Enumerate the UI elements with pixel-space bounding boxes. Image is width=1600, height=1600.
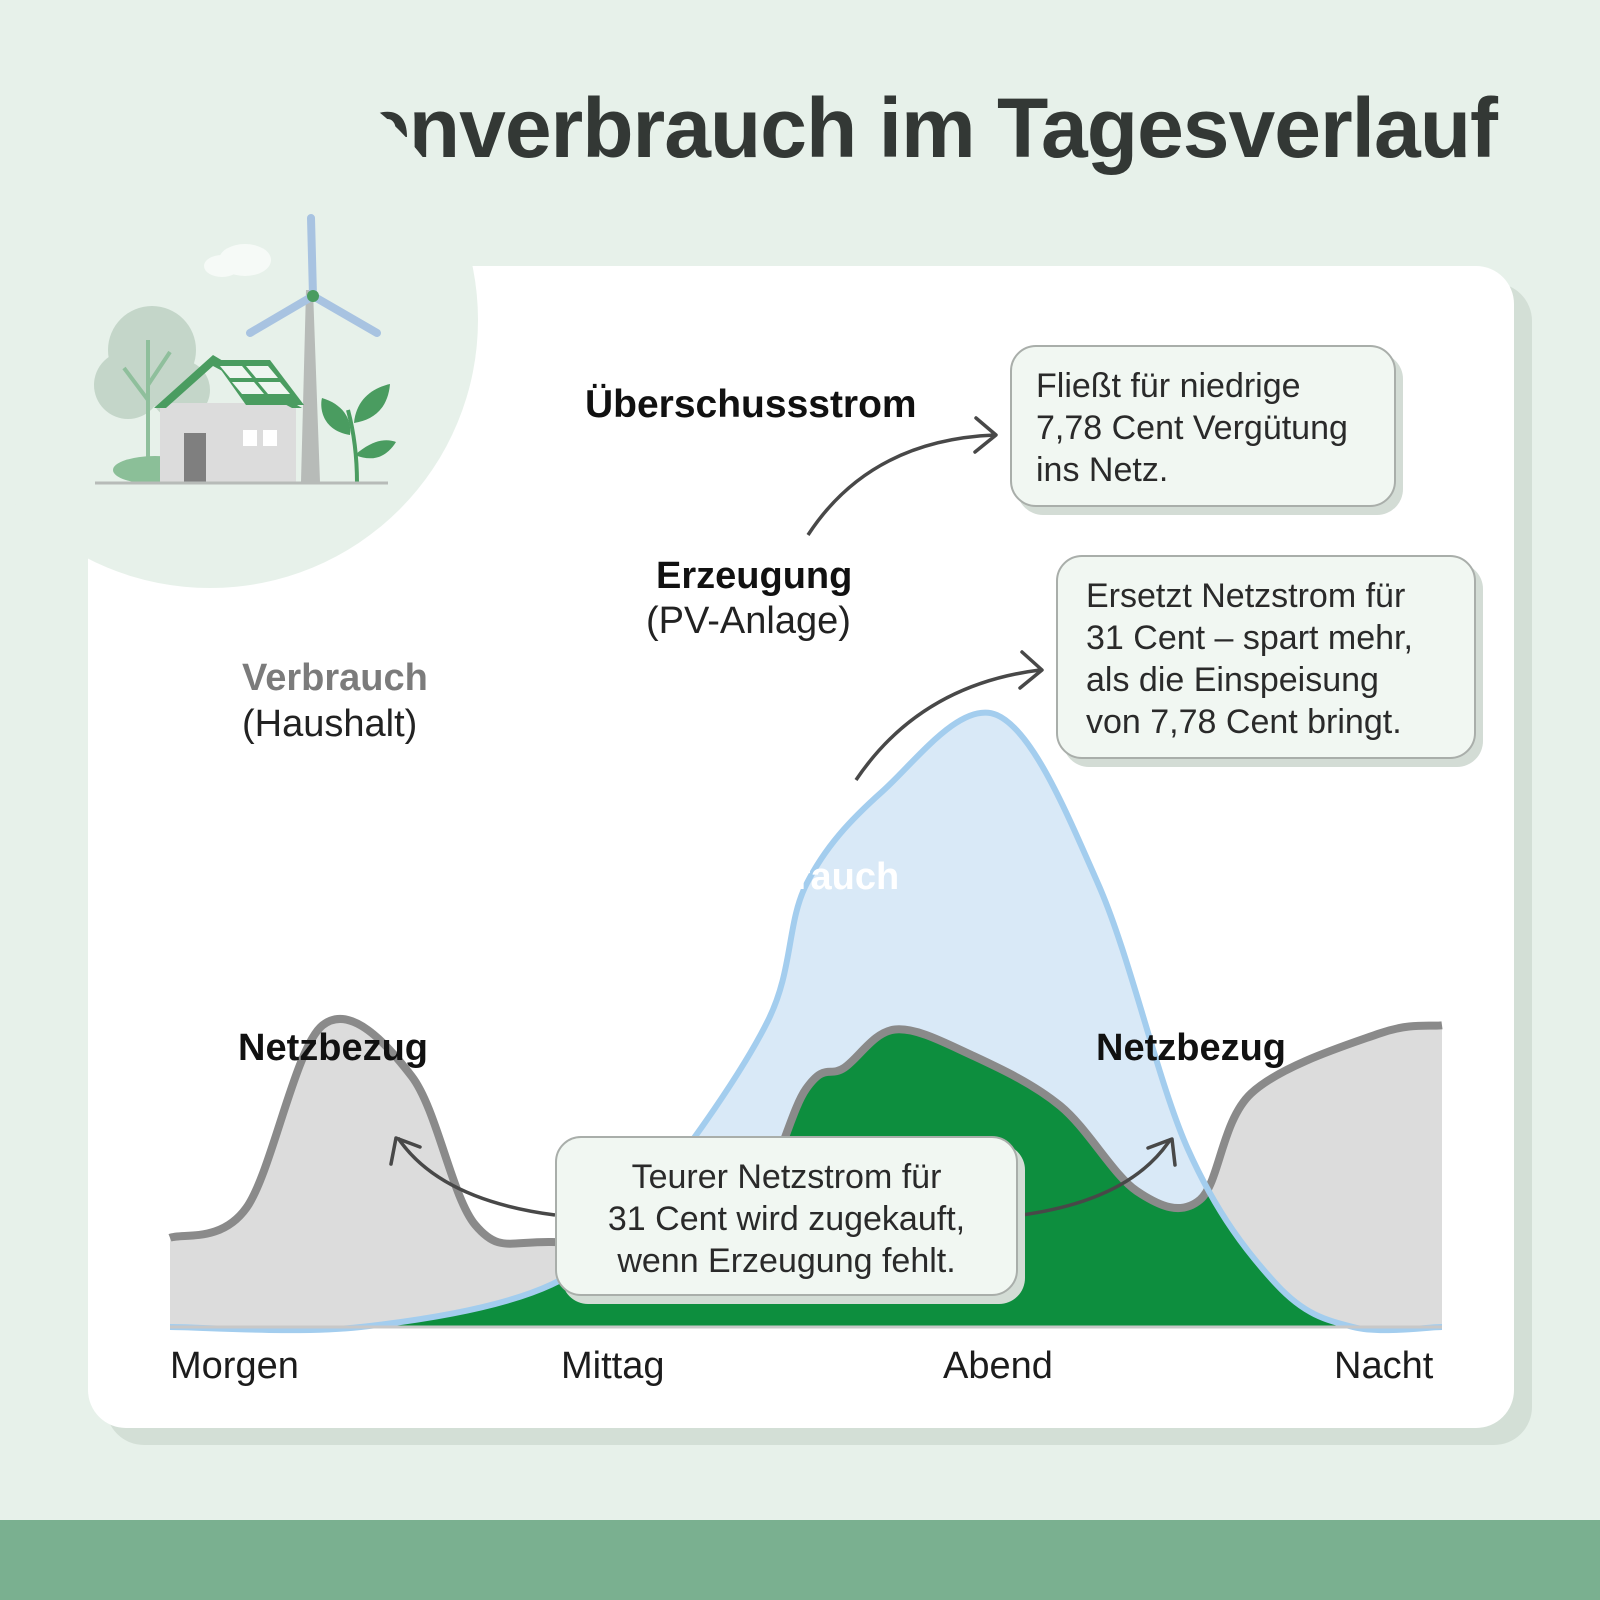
x-tick-mittag: Mittag: [561, 1345, 665, 1387]
callout-feed-in: Fließt für niedrige 7,78 Cent Vergütung …: [1010, 345, 1396, 507]
callout-feed-in-line: ins Netz.: [1036, 451, 1169, 489]
arrow-grid-right-head: [1146, 1137, 1177, 1167]
x-tick-morgen: Morgen: [170, 1345, 299, 1387]
erzeugung-sub: (PV-Anlage): [646, 600, 851, 642]
arrow-feed-in: [806, 433, 996, 536]
series-line-erzeugung: [169, 709, 1443, 1334]
arrow-grid-right: [1021, 1139, 1172, 1217]
arrow-grid-left-head: [389, 1136, 422, 1166]
callout-grid-line: 31 Cent wird zugekauft,: [607, 1200, 966, 1238]
callout-self-use-line: 31 Cent – spart mehr,: [1086, 619, 1413, 657]
ueberschuss-label: Überschussstrom: [585, 383, 917, 426]
illustration-backdrop: [0, 52, 478, 588]
callout-self-use-line: als die Einspeisung: [1086, 661, 1379, 699]
house-turbine-icon: [94, 214, 396, 485]
arrow-self-use: [854, 668, 1041, 781]
arrow-self-use-head: [1018, 650, 1044, 690]
callout-self-use-line: Ersetzt Netzstrom für: [1086, 577, 1406, 615]
verbrauch-sub: (Haushalt): [242, 703, 418, 745]
callout-self-use-line: von 7,78 Cent bringt.: [1086, 703, 1402, 741]
callout-arrows: [389, 416, 1177, 1217]
eigenverbrauch-label: Eigenverbrauch: [612, 856, 900, 898]
callout-feed-in-line: 7,78 Cent Vergütung: [1036, 409, 1348, 447]
footer-band: [0, 1520, 1600, 1600]
callout-grid-line: Teurer Netzstrom für: [631, 1158, 942, 1196]
erzeugung-title: Erzeugung: [656, 555, 853, 597]
callout-grid-line: wenn Erzeugung fehlt.: [617, 1242, 956, 1280]
callout-feed-in-line: Fließt für niedrige: [1036, 367, 1301, 405]
x-tick-nacht: Nacht: [1334, 1345, 1434, 1387]
verbrauch-title: Verbrauch: [242, 657, 428, 699]
netzbezug-right-label: Netzbezug: [1096, 1027, 1286, 1069]
arrow-feed-in-head: [973, 416, 998, 454]
series-line-verbrauch: [168, 1015, 1443, 1250]
arrow-grid-left: [396, 1137, 556, 1217]
callout-grid: Teurer Netzstrom für 31 Cent wird zugeka…: [555, 1136, 1018, 1296]
x-tick-abend: Abend: [943, 1345, 1053, 1387]
callout-self-use: Ersetzt Netzstrom für 31 Cent – spart me…: [1056, 555, 1476, 759]
netzbezug-left-label: Netzbezug: [238, 1027, 428, 1069]
